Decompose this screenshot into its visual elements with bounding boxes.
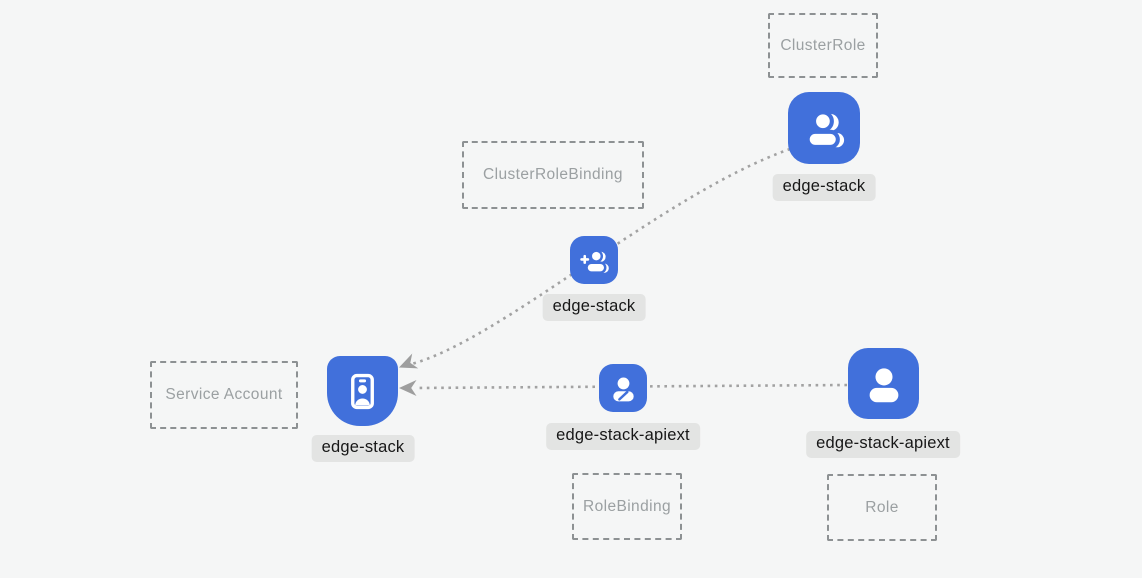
dotted-edge-clusterrole-to-serviceaccount [407,147,791,367]
arrowhead-icon [399,380,417,396]
id-badge-icon [351,373,374,409]
kind-box-label: ClusterRoleBinding [483,166,623,183]
kind-box-role-binding: RoleBinding [572,473,682,540]
resource-name-chip-service-account: edge-stack [311,435,415,462]
kind-box-label: RoleBinding [583,497,671,515]
kind-box-role: Role [827,474,937,541]
node-icon-cluster-role[interactable] [788,92,860,164]
kind-box-label: Service Account [165,386,283,403]
resource-name-chip-cluster-role-binding: edge-stack [542,294,646,321]
resource-name-chip-role-binding: edge-stack-apiext [546,423,700,450]
user-icon [869,367,898,402]
resource-name-chip-role: edge-stack-apiext [806,431,960,458]
kind-box-label: ClusterRole [780,36,866,54]
user-add-icon [579,248,609,274]
user-edit-icon [612,377,634,401]
user-group-icon [805,109,844,149]
node-icon-service-account[interactable] [327,356,398,426]
node-icon-cluster-role-binding[interactable] [570,236,618,284]
kind-box-cluster-role: ClusterRole [768,13,878,78]
kind-box-service-account: Service Account [150,361,298,429]
kind-box-label: Role [865,498,899,516]
kind-box-cluster-role-binding: ClusterRoleBinding [462,141,644,209]
node-icon-role-binding[interactable] [599,364,647,412]
resource-name-chip-cluster-role: edge-stack [772,174,876,201]
node-icon-role[interactable] [848,348,919,419]
arrowhead-icon [399,353,419,369]
